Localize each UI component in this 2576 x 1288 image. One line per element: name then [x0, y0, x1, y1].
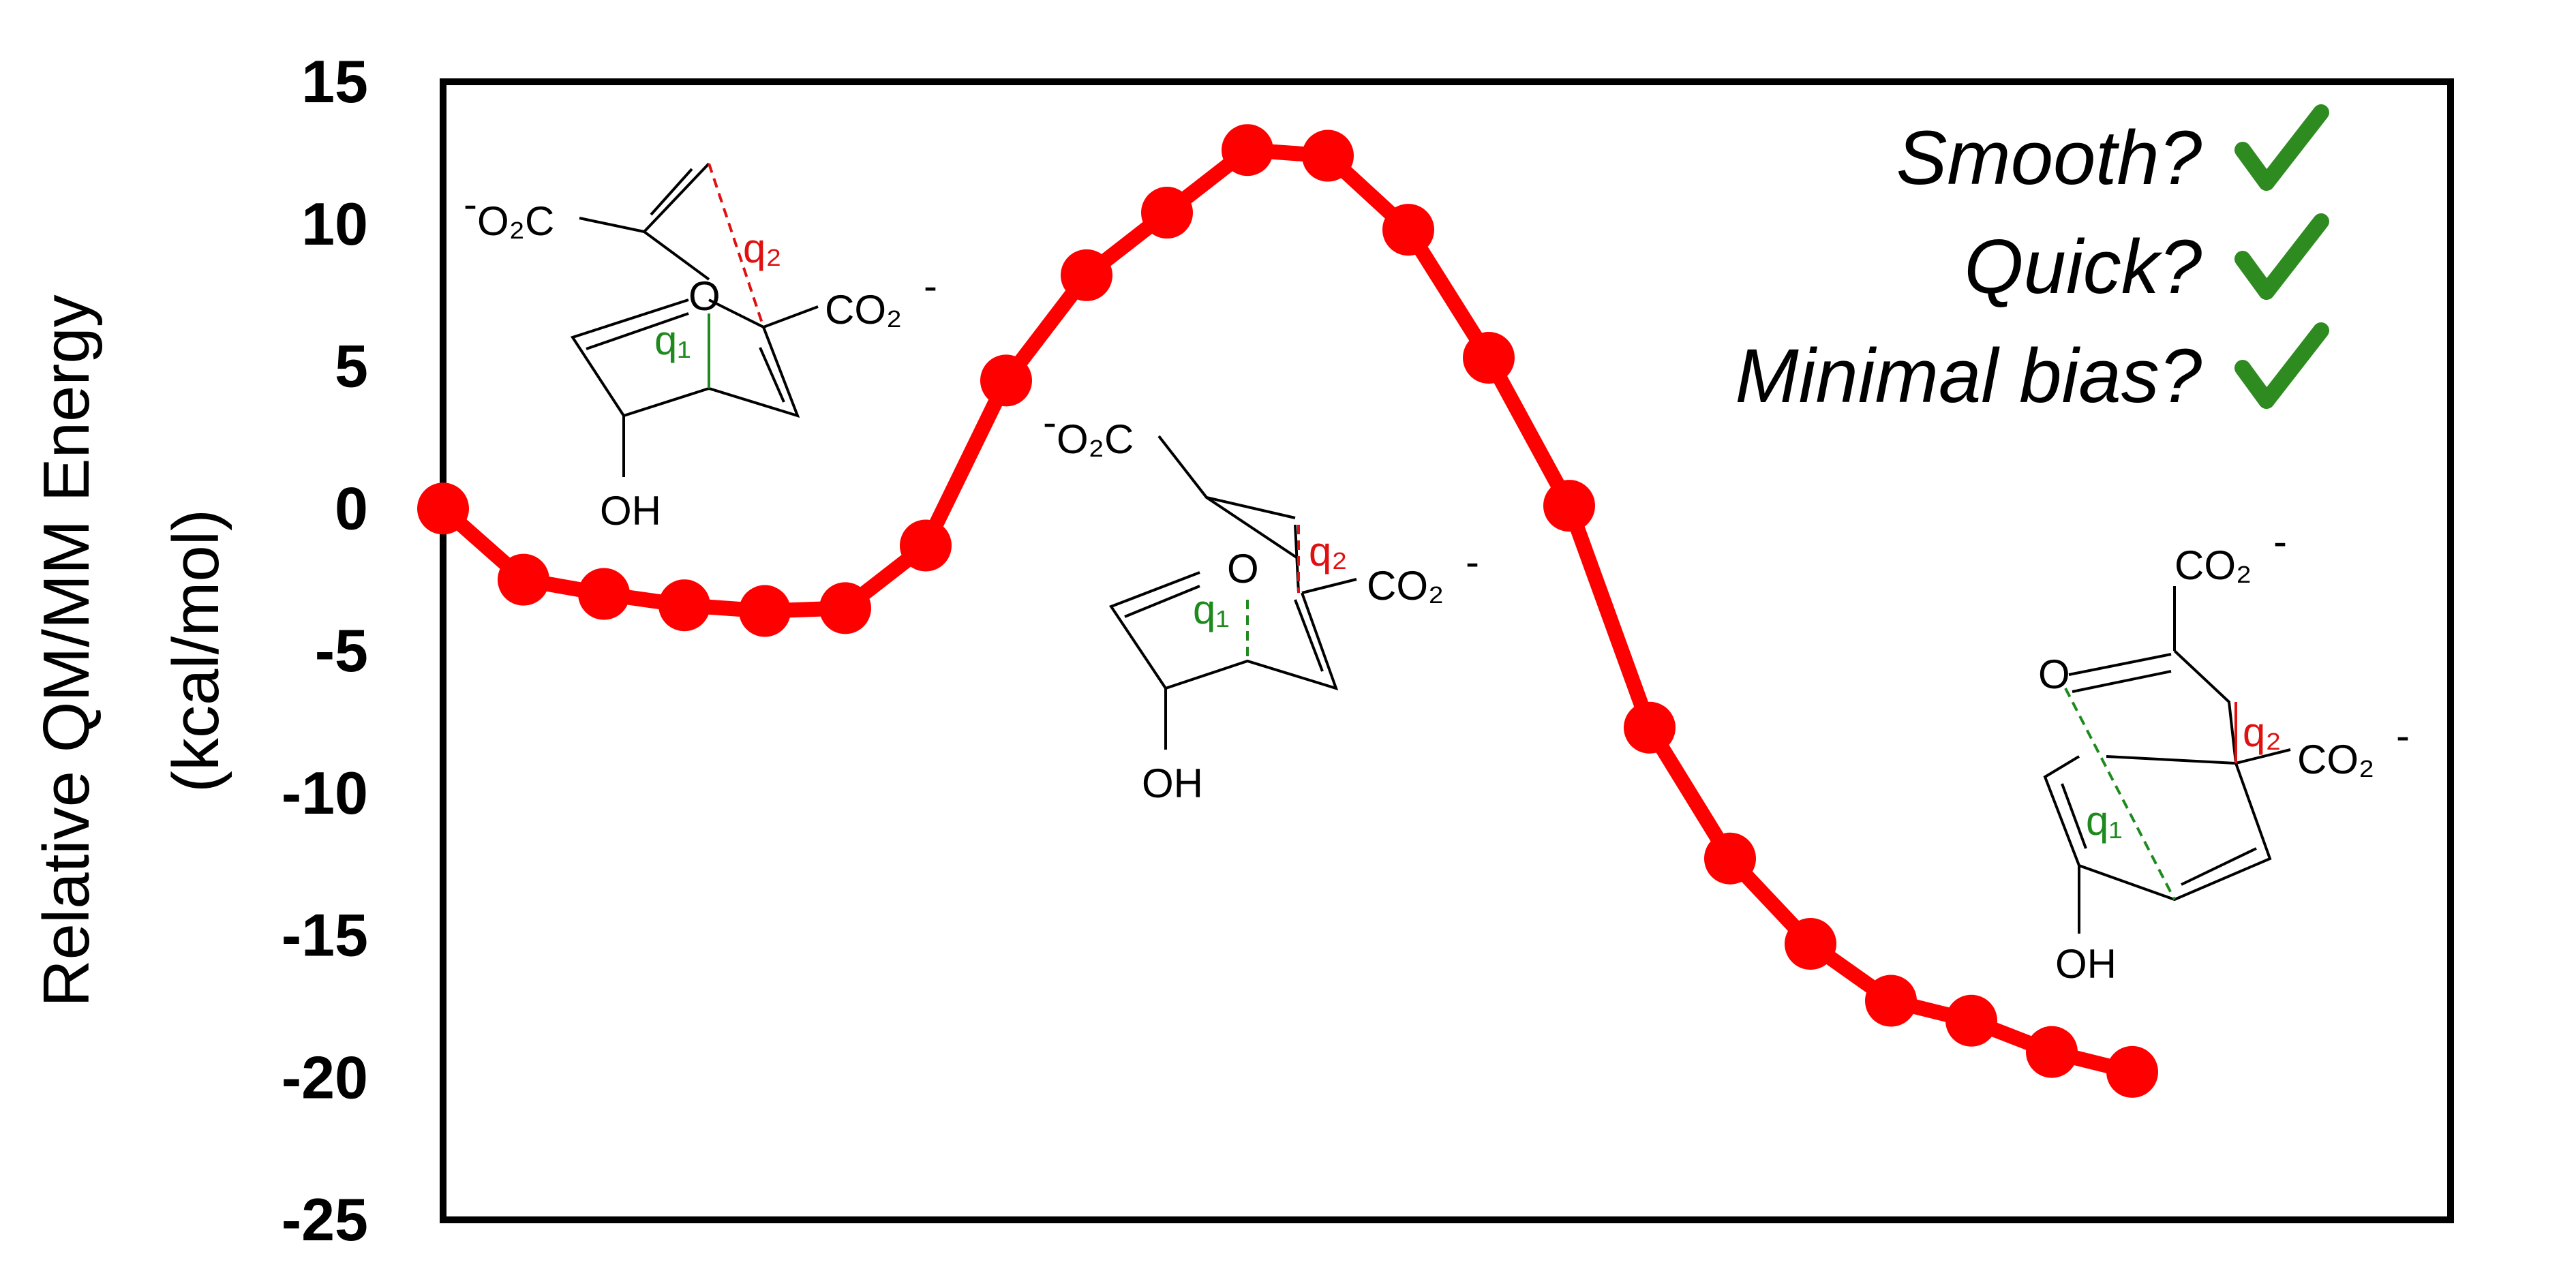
checkmark-icon	[2234, 104, 2329, 191]
data-point	[739, 585, 791, 637]
reactant-charge-right: -	[924, 263, 937, 309]
checkmark-icon	[2234, 322, 2329, 409]
data-point	[417, 482, 469, 535]
reactant-q1-label: q₁	[654, 318, 691, 363]
reactant-charge-left: -	[464, 181, 477, 227]
product-charge-top: -	[2273, 519, 2287, 564]
data-point	[1382, 204, 1434, 256]
data-point	[2106, 1045, 2158, 1098]
data-point	[900, 519, 952, 572]
y-tick-label: -5	[315, 617, 368, 684]
data-point	[578, 568, 630, 620]
y-tick-label: 15	[301, 48, 368, 115]
data-point	[980, 354, 1032, 407]
product-charge-right: -	[2396, 713, 2410, 758]
transition-state-structure: - O₂C O CO₂ - OH q₁ q₂	[1043, 399, 1479, 806]
data-point	[1463, 331, 1515, 384]
annotation-quick: Quick?	[1964, 224, 2202, 309]
y-tick-label: -20	[282, 1043, 368, 1111]
ts-charge-right: -	[1466, 539, 1479, 585]
y-tick-label: 10	[301, 190, 368, 258]
annotation-minimal-bias: Minimal bias?	[1735, 333, 2202, 418]
reactant-carboxylate-right: CO₂	[825, 287, 902, 333]
reactant-structure: - O₂C O CO₂ - OH q₁ q₂	[464, 162, 937, 534]
data-point	[658, 579, 710, 632]
ts-carboxylate-right: CO₂	[1367, 563, 1444, 609]
checkmark-icon	[2234, 213, 2329, 300]
y-axis-title-line1: Relative QM/MM Energy	[30, 294, 103, 1007]
y-axis-title-line2: (kcal/mol)	[160, 509, 232, 793]
y-axis-title: Relative QM/MM Energy (kcal/mol)	[30, 294, 232, 1007]
reactant-q2-label: q₂	[743, 226, 782, 271]
ts-carboxylate-top: O₂C	[1057, 416, 1134, 462]
product-carboxylate-right: CO₂	[2297, 737, 2374, 782]
ts-q1-label: q₁	[1193, 587, 1230, 632]
reactant-carboxylate-top: O₂C	[477, 198, 554, 244]
product-q1-label: q₁	[2086, 798, 2123, 844]
ts-hydroxyl: OH	[1142, 761, 1203, 806]
data-point	[819, 582, 871, 634]
product-hydroxyl: OH	[2055, 941, 2117, 987]
plot-area-frame	[440, 78, 2454, 1223]
y-tick-label: -15	[282, 902, 368, 969]
ts-ether-o: O	[1227, 546, 1259, 592]
data-point	[1222, 124, 1273, 177]
data-point	[1624, 701, 1676, 754]
energy-series	[417, 124, 2158, 1098]
product-carboxylate-top: CO₂	[2175, 542, 2252, 588]
reactant-hydroxyl: OH	[600, 488, 661, 534]
data-point	[1865, 975, 1917, 1027]
data-point	[1704, 832, 1756, 885]
data-point	[1543, 480, 1595, 532]
data-point	[2026, 1026, 2078, 1078]
data-point	[498, 553, 549, 606]
ts-q2-label: q₂	[1309, 529, 1348, 574]
product-q2-label: q₂	[2243, 709, 2282, 755]
y-tick-label: 0	[335, 474, 368, 542]
annotation-smooth: Smooth?	[1896, 115, 2202, 200]
y-tick-label: 5	[335, 333, 368, 400]
data-point	[1061, 249, 1112, 301]
y-tick-label: -10	[282, 759, 368, 827]
reactant-ether-o: O	[688, 273, 721, 319]
data-point	[1302, 129, 1354, 182]
y-tick-label: -25	[282, 1186, 368, 1253]
product-ketone-o: O	[2038, 651, 2070, 697]
product-structure: CO₂ - O CO₂ - OH q₁ q₂	[2038, 519, 2410, 987]
annotation-list: Smooth? Quick? Minimal bias?	[1735, 104, 2329, 418]
y-axis-tick-labels: 15 10 5 0 -5 -10 -15 -20 -25	[282, 48, 368, 1253]
data-point	[1945, 994, 1997, 1047]
ts-charge-left: -	[1043, 399, 1057, 445]
series-line	[438, 142, 2134, 1079]
data-point	[1785, 918, 1836, 970]
data-point	[1141, 187, 1193, 239]
